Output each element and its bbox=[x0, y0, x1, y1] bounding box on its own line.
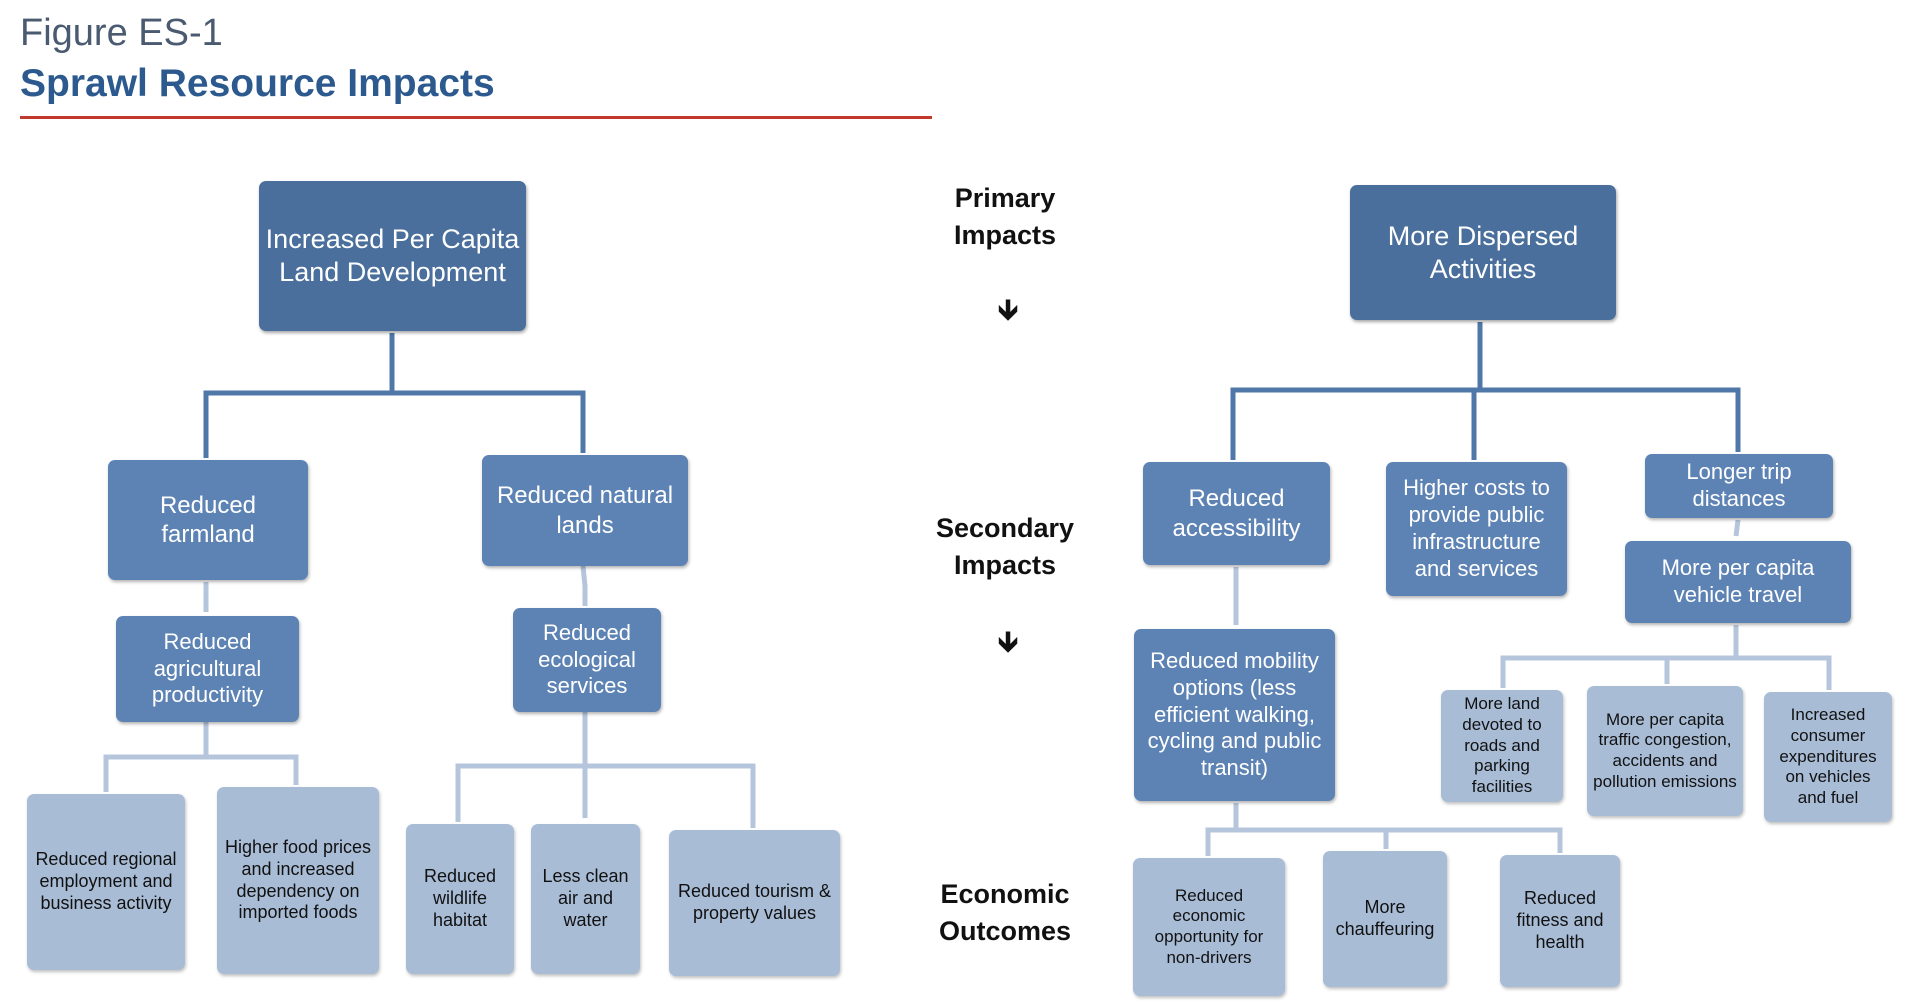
connector-left-root bbox=[203, 333, 395, 458]
connector-left-root-natural bbox=[392, 390, 586, 453]
connector-eco-bottom bbox=[455, 712, 588, 822]
node-reduced-natural-lands: Reduced natural lands bbox=[482, 455, 688, 566]
node-reduced-accessibility: Reduced accessibility bbox=[1143, 462, 1330, 565]
connector-vehicle-bottom bbox=[1500, 625, 1739, 688]
node-reduced-mobility-options: Reduced mobility options (less efficient… bbox=[1134, 629, 1335, 801]
level-primary-impacts: Primary Impacts bbox=[953, 183, 1057, 251]
connector-agri-food bbox=[206, 754, 299, 785]
node-reduced-agricultural-productivity: Reduced agricultural productivity bbox=[116, 616, 299, 722]
node-less-clean-air-water: Less clean air and water bbox=[531, 824, 640, 974]
connector-mobility-fitness bbox=[1386, 827, 1563, 853]
node-reduced-regional-employment: Reduced regional employment and business… bbox=[27, 794, 185, 970]
node-more-traffic-congestion: More per capita traffic congestion, acci… bbox=[1587, 686, 1743, 816]
node-more-vehicle-travel: More per capita vehicle travel bbox=[1625, 541, 1851, 623]
connector-trip-vehicle bbox=[1733, 519, 1741, 537]
connector-natural-eco bbox=[580, 565, 588, 606]
level-economic-outcomes: Economic Outcomes bbox=[938, 879, 1072, 947]
level-secondary-impacts: Secondary Impacts bbox=[935, 513, 1075, 581]
connector-mobility-chauffeuring bbox=[1236, 827, 1389, 849]
node-more-land-roads-parking: More land devoted to roads and parking f… bbox=[1441, 690, 1563, 802]
node-reduced-wildlife-habitat: Reduced wildlife habitat bbox=[406, 824, 514, 974]
connector-mobility-bottom bbox=[1205, 803, 1239, 856]
node-longer-trip-distances: Longer trip distances bbox=[1645, 454, 1833, 518]
connector-eco-tourism bbox=[585, 763, 756, 828]
node-reduced-farmland: Reduced farmland bbox=[108, 460, 308, 580]
node-reduced-fitness-health: Reduced fitness and health bbox=[1500, 855, 1620, 987]
node-more-dispersed-activities: More Dispersed Activities bbox=[1350, 185, 1616, 320]
figure-title: Sprawl Resource Impacts bbox=[20, 62, 495, 105]
figure-label: Figure ES-1 bbox=[20, 12, 223, 54]
title-rule bbox=[20, 116, 932, 119]
connector-right-trip bbox=[1480, 387, 1741, 452]
node-reduced-economic-opportunity: Reduced economic opportunity for non-dri… bbox=[1133, 858, 1285, 996]
connector-agri-bottom bbox=[103, 722, 209, 792]
node-increased-land-development: Increased Per Capita Land Development bbox=[259, 181, 526, 331]
node-higher-food-prices: Higher food prices and increased depende… bbox=[217, 787, 379, 974]
connector-right-root bbox=[1230, 322, 1483, 460]
node-reduced-ecological-services: Reduced ecological services bbox=[513, 608, 661, 712]
connector-vehicle-consumer bbox=[1736, 655, 1832, 690]
node-reduced-tourism-property: Reduced tourism & property values bbox=[669, 830, 840, 976]
connector-right-costs bbox=[1471, 387, 1480, 460]
node-higher-costs-infrastructure: Higher costs to provide public infrastru… bbox=[1386, 462, 1567, 596]
connector-vehicle-traffic bbox=[1664, 655, 1736, 684]
node-more-chauffeuring: More chauffeuring bbox=[1323, 851, 1447, 987]
down-arrow-icon: 🡻 bbox=[997, 294, 1019, 327]
down-arrow-icon: 🡻 bbox=[997, 626, 1019, 659]
node-increased-consumer-expenditures: Increased consumer expenditures on vehic… bbox=[1764, 692, 1892, 822]
